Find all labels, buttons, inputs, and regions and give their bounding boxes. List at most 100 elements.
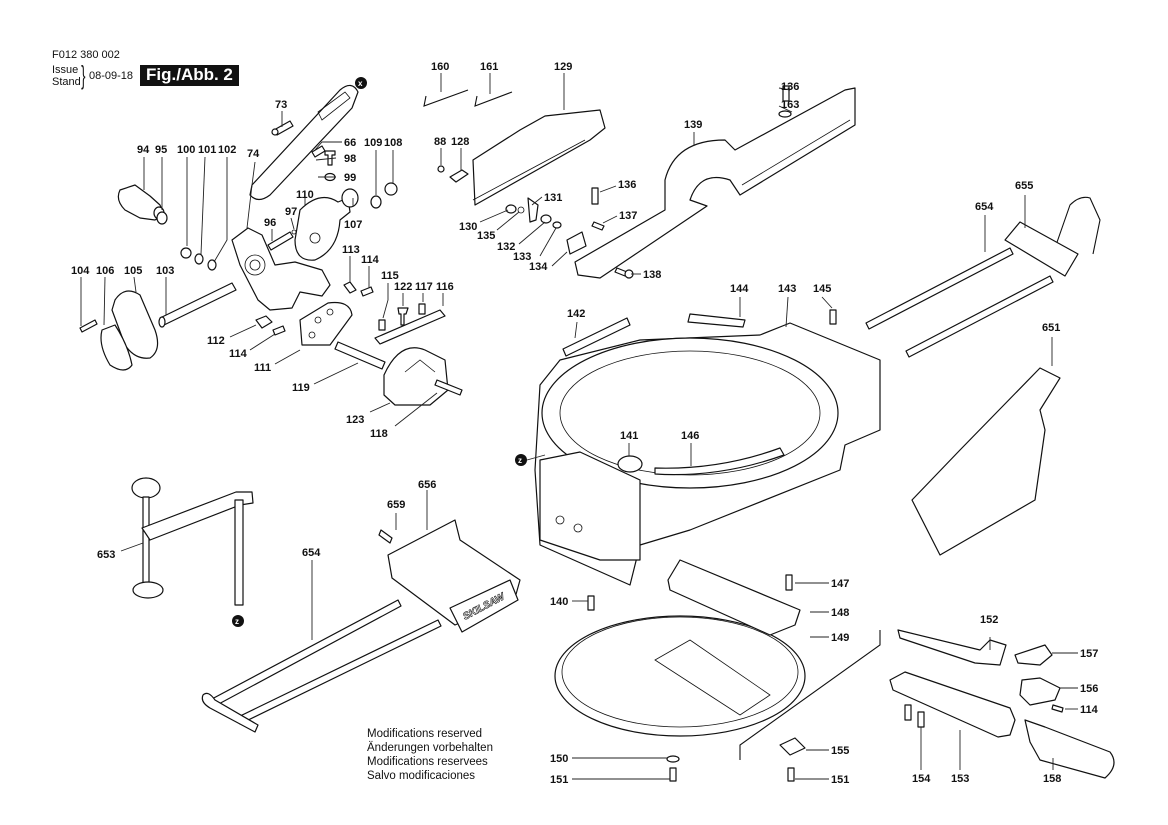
svg-text:z: z	[518, 456, 522, 465]
assembly-bracket-line	[739, 630, 881, 760]
callout-133: 133	[513, 251, 531, 263]
part-number: F012 380 002	[52, 49, 120, 61]
callout-145: 145	[813, 283, 831, 295]
callout-130: 130	[459, 221, 477, 233]
callout-161: 161	[480, 61, 498, 73]
part-motor-mount	[231, 227, 331, 311]
marker-z2: z	[232, 615, 244, 627]
part-screw-88	[437, 165, 445, 173]
callout-141: 141	[620, 430, 638, 442]
part-dust-bag-651	[911, 367, 1061, 556]
notice-line-de: Änderungen vorbehalten	[367, 742, 493, 754]
callout-labels: 73 66 98 99 74 94 95 100 101 102 109 108…	[71, 61, 1099, 786]
part-shaft-119	[334, 341, 386, 370]
part-screw-104	[79, 319, 98, 333]
part-screw-114a	[360, 286, 374, 297]
part-screw-114b	[272, 325, 286, 336]
part-bolt-98	[324, 150, 336, 166]
part-screw-140	[587, 595, 595, 611]
callout-659: 659	[387, 499, 405, 511]
brace-glyph: }	[81, 60, 86, 90]
issue-stand-label: Issue Stand	[52, 64, 81, 88]
part-screw-136a	[591, 187, 599, 205]
callout-106: 106	[96, 265, 114, 277]
part-cap-107	[341, 188, 359, 208]
part-plug-141	[617, 455, 643, 473]
callout-73: 73	[275, 99, 287, 111]
callout-122: 122	[394, 281, 412, 293]
part-pad-157	[1014, 644, 1053, 666]
part-washer-95	[156, 211, 168, 225]
part-nut-100	[180, 247, 192, 259]
part-pin-96	[267, 231, 294, 251]
figure-label: Fig./Abb. 2	[140, 65, 239, 86]
leader-lines	[80, 73, 1078, 780]
part-washer-109	[370, 195, 382, 209]
part-clamp-653	[131, 477, 254, 606]
callout-97: 97	[285, 206, 297, 218]
part-pin-137	[591, 221, 605, 231]
part-fence-139	[574, 87, 856, 279]
part-screw-113	[343, 281, 357, 294]
part-block-123	[383, 347, 449, 406]
part-cover-105	[111, 290, 159, 359]
callout-137: 137	[619, 210, 637, 222]
part-clip-112	[255, 315, 273, 329]
part-screw-114c	[1051, 704, 1064, 713]
callout-157: 157	[1080, 648, 1098, 660]
notice-line-fr: Modifications reservees	[367, 756, 488, 768]
part-base-frame-143	[534, 322, 881, 586]
callout-116: 116	[436, 281, 454, 293]
callout-96: 96	[264, 217, 276, 229]
part-insert-148	[667, 559, 801, 636]
callout-154: 154	[912, 773, 931, 785]
issue-date: 08-09-18	[89, 70, 134, 82]
callout-115: 115	[381, 270, 399, 282]
part-clip-155	[779, 737, 806, 756]
part-screw-147	[785, 574, 793, 591]
callout-144: 144	[730, 283, 749, 295]
callout-128: 128	[451, 136, 469, 148]
callout-139: 139	[684, 119, 702, 131]
part-work-stop-656: SKILSAW	[387, 519, 521, 633]
callout-135: 135	[477, 230, 495, 242]
part-washer-101	[194, 253, 204, 265]
svg-text:x: x	[358, 79, 363, 88]
callout-102: 102	[218, 144, 236, 156]
callout-105: 105	[124, 265, 142, 277]
callout-140: 140	[550, 596, 568, 608]
callout-150: 150	[550, 753, 568, 765]
callout-114a: 114	[361, 254, 380, 266]
callout-654b: 654	[302, 547, 321, 559]
callout-103: 103	[156, 265, 174, 277]
callout-143: 143	[778, 283, 796, 295]
callout-129: 129	[554, 61, 572, 73]
callout-163: 163	[781, 99, 799, 111]
notice-line-en: Modifications reserved	[367, 728, 483, 740]
callout-160: 160	[431, 61, 449, 73]
part-gear-110	[294, 196, 351, 261]
stand-label: Stand	[52, 76, 81, 88]
part-plate-111	[299, 301, 353, 346]
part-screws-154	[904, 704, 925, 728]
callout-136b: 136	[781, 81, 799, 93]
part-turntable-149	[554, 615, 806, 737]
callout-152: 152	[980, 614, 998, 626]
callout-123: 123	[346, 414, 364, 426]
part-screw-151b	[787, 767, 795, 782]
callout-108: 108	[384, 137, 402, 149]
callout-142: 142	[567, 308, 585, 320]
marker-x: x	[355, 77, 367, 89]
part-pin-117	[418, 303, 426, 315]
callout-94: 94	[137, 144, 150, 156]
part-ring-135	[517, 206, 525, 214]
callout-114b: 114	[229, 348, 248, 360]
part-extension-rod-654b	[201, 599, 442, 733]
callout-132: 132	[497, 241, 515, 253]
callout-156: 156	[1080, 683, 1098, 695]
part-bracket-152	[897, 629, 1007, 666]
callout-117: 117	[415, 281, 433, 293]
callout-146: 146	[681, 430, 699, 442]
callout-88: 88	[434, 136, 446, 148]
part-screw-73	[271, 120, 294, 136]
